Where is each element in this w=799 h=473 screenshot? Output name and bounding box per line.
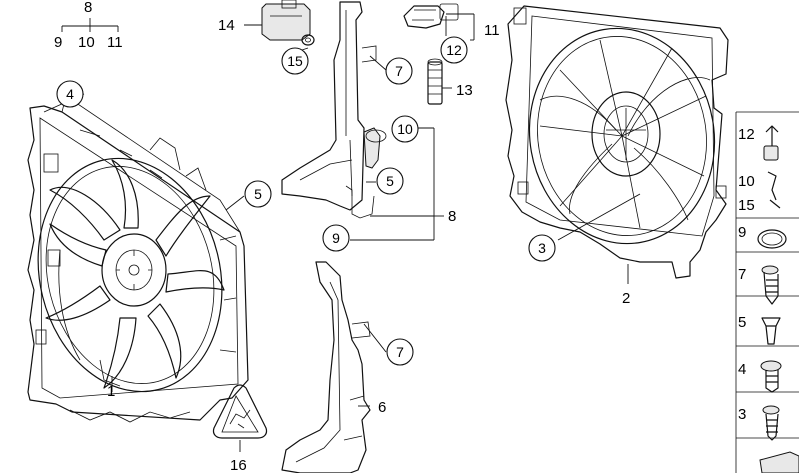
label-2: 2 <box>622 290 630 307</box>
svg-text:4: 4 <box>66 86 74 102</box>
svg-text:7: 7 <box>396 344 404 360</box>
connector-11[interactable] <box>403 3 459 29</box>
callout-10[interactable]: 10 <box>391 115 419 143</box>
callout-12[interactable]: 12 <box>440 36 468 64</box>
callout-4[interactable]: 4 <box>56 80 84 108</box>
callout-5-left[interactable]: 5 <box>244 180 272 208</box>
legend-label-5: 5 <box>738 314 746 331</box>
label-14: 14 <box>218 17 235 34</box>
callout-3[interactable]: 3 <box>528 234 556 262</box>
legend-label-10: 10 <box>738 173 755 190</box>
legend-label-4: 4 <box>738 361 746 378</box>
label-16: 16 <box>230 457 247 473</box>
label-1: 1 <box>107 383 115 400</box>
svg-text:12: 12 <box>446 42 462 58</box>
fan-shroud-right[interactable] <box>505 5 731 279</box>
shroud-bracket-bottom[interactable] <box>281 261 371 473</box>
legend-label-3: 3 <box>738 406 746 423</box>
fan-assembly-left[interactable] <box>14 95 249 423</box>
legend-icon-bar <box>759 451 799 473</box>
callout-9[interactable]: 9 <box>322 224 350 252</box>
callout-15[interactable]: 15 <box>281 47 309 75</box>
plug-13[interactable] <box>427 58 443 105</box>
svg-text:9: 9 <box>332 230 340 246</box>
label-8-top: 8 <box>84 0 92 16</box>
callout-7-top[interactable]: 7 <box>385 57 413 85</box>
legend-icon-screw-7 <box>761 265 779 305</box>
svg-text:5: 5 <box>254 186 262 202</box>
legend-icon-clip-10 <box>767 171 781 209</box>
warning-label-16[interactable] <box>212 384 268 439</box>
legend-label-7: 7 <box>738 266 746 283</box>
svg-text:5: 5 <box>386 173 394 189</box>
svg-text:3: 3 <box>538 240 546 256</box>
label-13: 13 <box>456 82 473 99</box>
callout-5-mid[interactable]: 5 <box>376 167 404 195</box>
callout-7-bottom[interactable]: 7 <box>386 338 414 366</box>
legend-icon-rivet-5 <box>761 317 781 345</box>
label-11-top: 11 <box>107 34 123 51</box>
svg-text:15: 15 <box>287 53 303 69</box>
label-10-top: 10 <box>78 34 95 51</box>
o-ring-15[interactable] <box>301 34 315 46</box>
leader-lines <box>43 13 641 452</box>
label-6: 6 <box>378 399 386 416</box>
legend-icon-oring-9 <box>757 229 787 249</box>
label-8: 8 <box>448 208 456 225</box>
coolant-sensor-14[interactable] <box>261 0 311 41</box>
svg-text:10: 10 <box>397 121 413 137</box>
legend-label-15: 15 <box>738 197 755 214</box>
legend-label-12: 12 <box>738 126 755 143</box>
legend-icon-clip-12 <box>763 125 779 161</box>
legend-icon-screw-4 <box>760 360 782 393</box>
label-9-top: 9 <box>54 34 62 51</box>
shroud-bracket-top[interactable] <box>281 1 387 219</box>
svg-text:7: 7 <box>395 63 403 79</box>
label-11: 11 <box>484 22 500 39</box>
parts-legend <box>735 111 799 473</box>
legend-icon-screw-3 <box>762 405 780 441</box>
legend-label-9: 9 <box>738 224 746 241</box>
